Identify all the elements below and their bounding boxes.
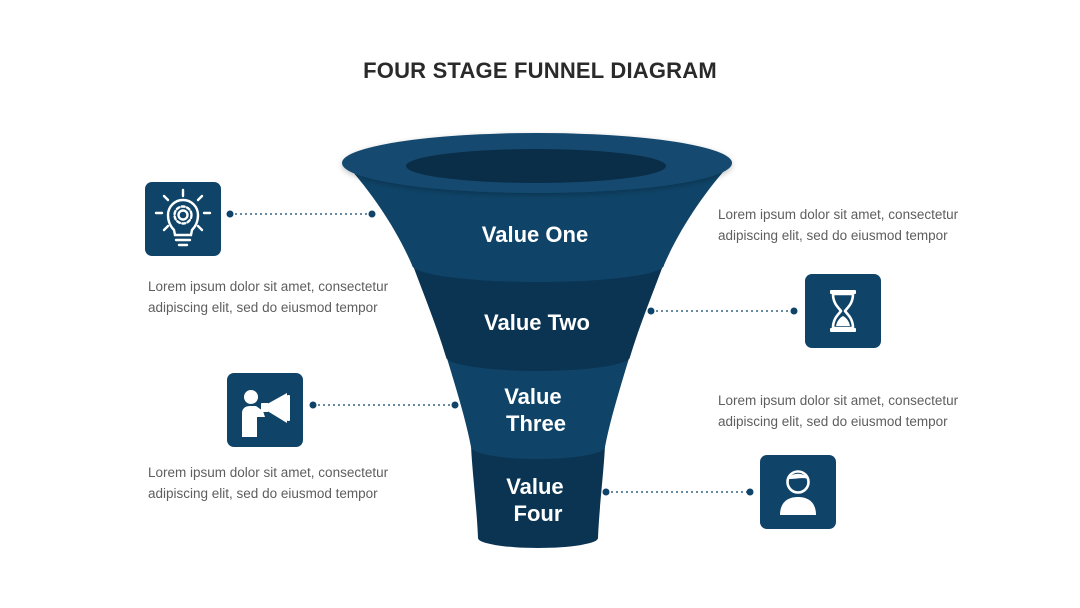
callout-two-text-line-1: Lorem ipsum dolor sit amet, consectetur	[718, 207, 959, 222]
stage-two-label: Value Two	[484, 310, 590, 335]
callout-three-text-line-1: Lorem ipsum dolor sit amet, consectetur	[148, 465, 389, 480]
callout-four-icon-box	[760, 455, 836, 529]
stage-one-label: Value One	[482, 222, 588, 247]
stage-four-label-line-1: Value	[506, 474, 563, 499]
callout-one-icon-box	[145, 182, 221, 256]
callout-two-icon-box	[805, 274, 881, 348]
callout-three-icon-box	[227, 373, 303, 447]
connector-two	[647, 307, 798, 315]
connector-one	[226, 210, 376, 218]
callout-two-text-line-2: adipiscing elit, sed do eiusmod tempor	[718, 228, 948, 243]
stage-three-label-line-2: Three	[506, 411, 566, 436]
user-icon	[780, 470, 816, 515]
lightbulb-gear-icon	[154, 188, 212, 247]
callout-one-text-line-2: adipiscing elit, sed do eiusmod tempor	[148, 300, 378, 315]
page-title: FOUR STAGE FUNNEL DIAGRAM	[363, 58, 717, 83]
callout-four-text: Lorem ipsum dolor sit amet, consectetur …	[718, 390, 978, 432]
stage-one-label-line: Value One	[482, 222, 588, 247]
stage-three-label-line-1: Value	[504, 384, 561, 409]
callout-four-text-line-2: adipiscing elit, sed do eiusmod tempor	[718, 414, 948, 429]
stage-four-label-line-2: Four	[514, 501, 563, 526]
callout-four-text-line-1: Lorem ipsum dolor sit amet, consectetur	[718, 393, 959, 408]
callout-one-text-line-1: Lorem ipsum dolor sit amet, consectetur	[148, 279, 389, 294]
callout-two-text: Lorem ipsum dolor sit amet, consectetur …	[718, 204, 978, 246]
funnel-stage-one	[344, 162, 732, 282]
funnel-opening	[406, 149, 666, 183]
callout-three-text: Lorem ipsum dolor sit amet, consectetur …	[148, 462, 408, 504]
megaphone-person-icon	[242, 390, 290, 437]
callout-three-text-line-2: adipiscing elit, sed do eiusmod tempor	[148, 486, 378, 501]
stage-three-label: Value Three	[504, 384, 568, 436]
funnel-stage-four	[471, 445, 605, 548]
connector-three	[309, 401, 459, 409]
connector-four	[602, 488, 754, 496]
funnel-stage-three	[446, 355, 630, 459]
callout-one-text: Lorem ipsum dolor sit amet, consectetur …	[148, 276, 408, 318]
hourglass-icon	[830, 290, 856, 332]
stage-four-label: Value Four	[506, 474, 570, 526]
funnel-stage-two	[412, 263, 664, 371]
stage-two-label-line: Value Two	[484, 310, 590, 335]
